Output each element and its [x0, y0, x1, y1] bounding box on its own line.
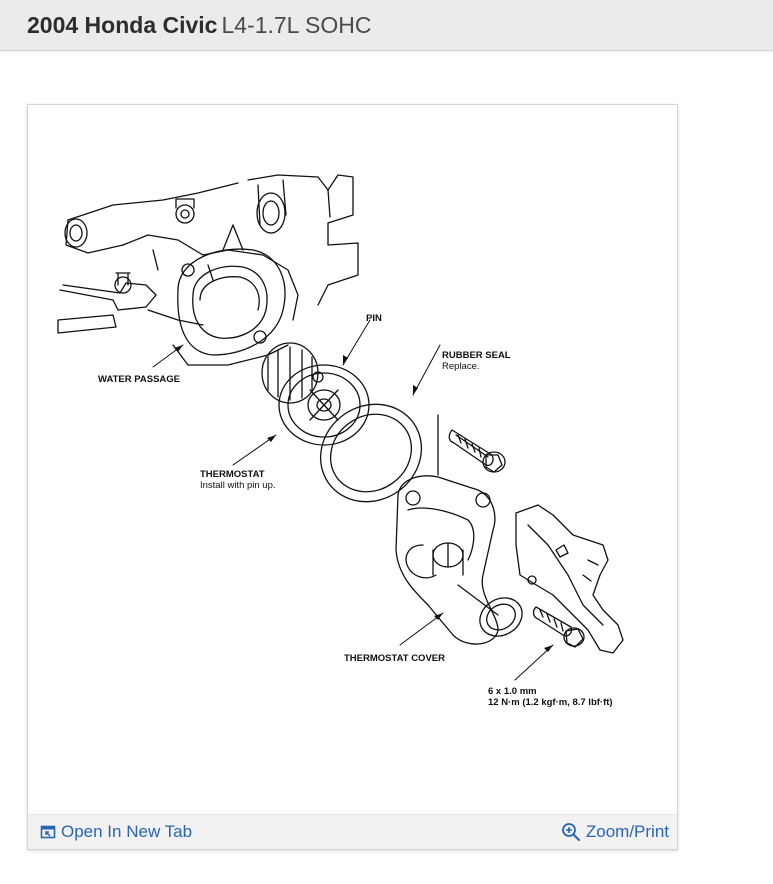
label-thermostat-note: Install with pin up. [200, 480, 276, 491]
thermostat-cover-drawing [395, 414, 523, 645]
bracket-drawing [515, 504, 624, 654]
vehicle-name: 2004 Honda Civic [27, 12, 218, 38]
label-rubber-seal: RUBBER SEAL [442, 350, 511, 361]
lower-bolt-drawing [532, 606, 585, 648]
magnifier-plus-icon [561, 823, 580, 842]
label-pin: PIN [366, 313, 382, 324]
label-water-passage: WATER PASSAGE [98, 374, 180, 385]
engine-housing-drawing [57, 174, 359, 366]
diagram-card: WATER PASSAGE PIN RUBBER SEAL Replace. T… [27, 104, 678, 850]
label-thermostat-cover: THERMOSTAT COVER [344, 653, 445, 664]
open-in-new-tab-label: Open In New Tab [61, 822, 193, 841]
zoom-print-label: Zoom/Print [585, 822, 669, 841]
label-thermostat: THERMOSTAT [200, 469, 265, 480]
diagram-footer: Open In New Tab Zoom/Print [28, 814, 677, 849]
open-in-new-tab-link[interactable]: Open In New Tab [40, 822, 192, 842]
zoom-print-link[interactable]: Zoom/Print [561, 822, 669, 842]
leader-arrowheads [174, 345, 553, 652]
upper-bolt-drawing [448, 429, 506, 473]
thermostat-diagram: WATER PASSAGE PIN RUBBER SEAL Replace. T… [57, 174, 624, 708]
label-bolt-torque: 12 N·m (1.2 kgf·m, 8.7 lbf·ft) [488, 697, 613, 708]
label-bolt-size: 6 x 1.0 mm [488, 686, 537, 697]
thermostat-drawing [261, 342, 370, 446]
label-rubber-seal-note: Replace. [442, 361, 480, 372]
rubber-seal-drawing [319, 403, 423, 503]
engine-spec: L4-1.7L SOHC [221, 12, 372, 38]
open-in-new-tab-icon [40, 825, 56, 839]
